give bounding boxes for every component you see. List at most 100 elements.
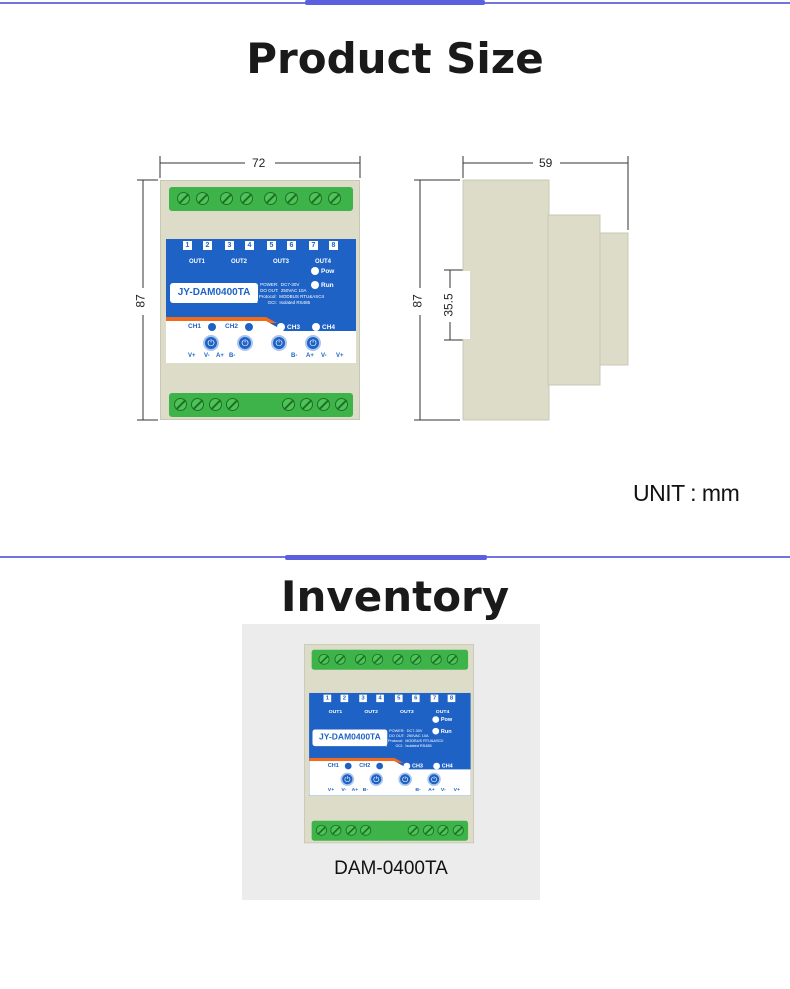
pin-label: 5 bbox=[267, 241, 276, 250]
pow-label: Pow bbox=[321, 268, 335, 275]
pin-label: 4 bbox=[376, 694, 384, 703]
side-height-dimension: 87 bbox=[410, 294, 425, 308]
ch2-label: CH2 bbox=[359, 762, 371, 769]
output-label: OUT3 bbox=[400, 709, 414, 715]
ch2-led-icon bbox=[376, 762, 384, 770]
model-label: JY-DAM0400TA bbox=[170, 283, 258, 303]
section-divider-accent bbox=[285, 555, 487, 560]
screw-icon bbox=[318, 653, 330, 665]
power-button-ch1[interactable]: ⏻ bbox=[340, 772, 355, 786]
pow-label: Pow bbox=[440, 717, 453, 723]
screw-icon bbox=[355, 653, 367, 665]
pin-label: 5 bbox=[394, 694, 403, 703]
power-button-ch4[interactable]: ⏻ bbox=[305, 335, 321, 351]
screw-icon bbox=[226, 398, 239, 411]
terminal-label: B- bbox=[229, 353, 236, 359]
orange-stripe bbox=[309, 757, 471, 763]
run-led-icon bbox=[432, 727, 440, 735]
ch4-led-icon bbox=[312, 323, 320, 331]
pin-label: 6 bbox=[411, 694, 420, 703]
device-front-view: 1 2 3 4 5 6 7 8 OUT1 OUT2 OUT3 OUT4 Pow … bbox=[160, 180, 360, 420]
ch1-led-icon bbox=[208, 323, 216, 331]
top-terminal-strip bbox=[311, 649, 469, 670]
terminal-label: V- bbox=[440, 787, 446, 793]
screw-icon bbox=[196, 192, 209, 205]
screw-icon bbox=[334, 653, 346, 665]
screw-icon bbox=[240, 192, 253, 205]
terminal-label: V- bbox=[341, 787, 347, 793]
pin-label: 1 bbox=[183, 241, 192, 250]
ch2-led-icon bbox=[245, 323, 253, 331]
terminal-label: A+ bbox=[351, 787, 359, 793]
power-button-ch3[interactable]: ⏻ bbox=[271, 335, 287, 351]
screw-icon bbox=[392, 653, 404, 665]
screw-icon bbox=[423, 824, 435, 836]
photo-caption: DAM-0400TA bbox=[334, 858, 448, 879]
top-terminal-strip bbox=[169, 187, 353, 211]
screw-icon bbox=[220, 192, 233, 205]
terminal-label: V+ bbox=[327, 787, 335, 793]
terminal-label: A+ bbox=[216, 353, 224, 359]
spec-text: • POWER: DC7-30V • DO OUT: 250VAC 10A • … bbox=[256, 282, 325, 305]
screw-icon bbox=[209, 398, 222, 411]
terminal-label: B- bbox=[291, 353, 298, 359]
output-label: OUT2 bbox=[364, 709, 378, 715]
screw-icon bbox=[330, 824, 342, 836]
front-panel: 1 2 3 4 5 6 7 8 OUT1 OUT2 OUT3 OUT4 Pow … bbox=[309, 692, 471, 796]
output-label: OUT4 bbox=[315, 259, 332, 265]
run-label: Run bbox=[440, 728, 452, 735]
ch2-label: CH2 bbox=[225, 323, 239, 330]
screw-icon bbox=[309, 192, 322, 205]
output-label: OUT2 bbox=[231, 259, 248, 265]
pin-label: 3 bbox=[359, 694, 367, 703]
power-button-ch2[interactable]: ⏻ bbox=[237, 335, 253, 351]
rail-dimension: 35.5 bbox=[441, 293, 456, 317]
screw-icon bbox=[191, 398, 204, 411]
width-dimension: 72 bbox=[252, 156, 266, 170]
ch1-label: CH1 bbox=[188, 323, 202, 330]
ch3-label: CH3 bbox=[287, 324, 301, 331]
pin-label: 3 bbox=[225, 241, 234, 250]
output-label: OUT1 bbox=[189, 259, 206, 265]
screw-icon bbox=[174, 398, 187, 411]
screw-icon bbox=[410, 653, 422, 665]
screw-icon bbox=[452, 824, 464, 836]
pin-label: 1 bbox=[323, 694, 332, 703]
ch4-led-icon bbox=[433, 762, 440, 770]
device-photo: 1 2 3 4 5 6 7 8 OUT1 OUT2 OUT3 OUT4 Pow … bbox=[304, 644, 474, 844]
screw-icon bbox=[317, 398, 330, 411]
power-button-ch2[interactable]: ⏻ bbox=[369, 772, 384, 786]
front-panel: 1 2 3 4 5 6 7 8 OUT1 OUT2 OUT3 OUT4 Pow … bbox=[166, 239, 356, 363]
power-button-ch3[interactable]: ⏻ bbox=[398, 772, 412, 786]
pin-label: 7 bbox=[430, 694, 439, 703]
spec-text: • POWER: DC7-30V • DO OUT: 250VAC 10A • … bbox=[385, 728, 444, 748]
side-view bbox=[462, 179, 629, 421]
screw-icon bbox=[335, 398, 348, 411]
section-title-size: Product Size bbox=[246, 34, 544, 83]
output-label: OUT4 bbox=[435, 709, 450, 715]
terminal-label: V- bbox=[204, 353, 210, 359]
pin-label: 8 bbox=[329, 241, 338, 250]
pin-label: 4 bbox=[245, 241, 254, 250]
ch3-label: CH3 bbox=[411, 763, 424, 770]
screw-icon bbox=[285, 192, 298, 205]
screw-icon bbox=[177, 192, 190, 205]
model-label: JY-DAM0400TA bbox=[312, 729, 388, 747]
terminal-label: B- bbox=[415, 787, 421, 793]
screw-icon bbox=[407, 824, 419, 836]
power-button-ch1[interactable]: ⏻ bbox=[203, 335, 219, 351]
pin-label: 7 bbox=[309, 241, 318, 250]
ch3-led-icon bbox=[277, 323, 285, 331]
pin-label: 2 bbox=[340, 694, 349, 703]
screw-icon bbox=[328, 192, 341, 205]
ch1-led-icon bbox=[344, 762, 352, 770]
screw-icon bbox=[430, 653, 442, 665]
ch4-label: CH4 bbox=[441, 763, 453, 770]
depth-dimension: 59 bbox=[539, 156, 553, 170]
bottom-terminal-strip bbox=[169, 393, 353, 417]
terminal-label: V+ bbox=[336, 353, 344, 359]
screw-icon bbox=[446, 653, 458, 665]
height-dimension: 87 bbox=[133, 294, 148, 308]
power-button-ch4[interactable]: ⏻ bbox=[427, 772, 441, 786]
